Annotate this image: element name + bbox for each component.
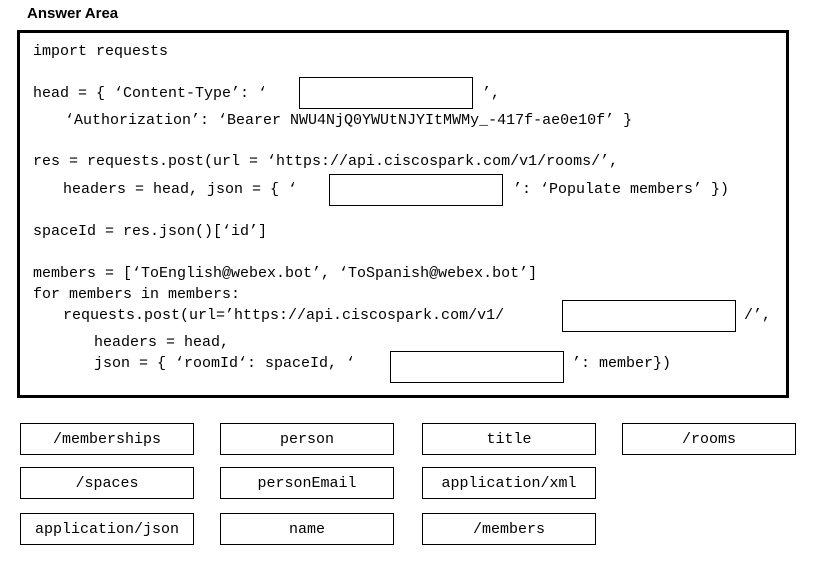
code-line-json-roomid: json = { ‘roomId‘: spaceId, ‘ — [94, 355, 356, 372]
tile-person[interactable]: person — [220, 423, 394, 455]
tile-members[interactable]: /members — [422, 513, 596, 545]
code-line-headers: headers = head, — [94, 334, 230, 351]
drop-slot-member-key[interactable] — [390, 351, 564, 383]
tile-application-xml[interactable]: application/xml — [422, 467, 596, 499]
drop-slot-content-type[interactable] — [299, 77, 473, 109]
tile-personemail[interactable]: personEmail — [220, 467, 394, 499]
code-line-spaceid: spaceId = res.json()[‘id’] — [33, 223, 268, 240]
code-line-post-url: requests.post(url=’https://api.ciscospar… — [63, 307, 505, 324]
code-line-populate: ’: ‘Populate members’ }) — [513, 181, 730, 198]
code-line-import: import requests — [33, 43, 169, 60]
tile-memberships[interactable]: /memberships — [20, 423, 194, 455]
code-line-headers-json: headers = head, json = { ‘ — [63, 181, 298, 198]
code-line-head-end: ’, — [482, 85, 501, 102]
code-line-member-end: ’: member}) — [572, 355, 672, 372]
code-line-authorization: ‘Authorization’: ‘Bearer NWU4NjQ0YWUtNJY… — [65, 112, 633, 129]
code-line-res: res = requests.post(url = ‘https://api.c… — [33, 153, 619, 170]
code-line-for: for members in members: — [33, 286, 241, 303]
code-line-members: members = [‘ToEnglish@webex.bot’, ‘ToSpa… — [33, 265, 538, 282]
code-line-head: head = { ‘Content-Type’: ‘ — [33, 85, 268, 102]
drop-slot-json-key[interactable] — [329, 174, 503, 206]
code-line-post-url-end: /’, — [744, 307, 772, 324]
tile-application-json[interactable]: application/json — [20, 513, 194, 545]
drop-slot-endpoint[interactable] — [562, 300, 736, 332]
tile-title[interactable]: title — [422, 423, 596, 455]
tile-rooms[interactable]: /rooms — [622, 423, 796, 455]
tile-spaces[interactable]: /spaces — [20, 467, 194, 499]
answer-area-title: Answer Area — [27, 5, 119, 22]
tile-name[interactable]: name — [220, 513, 394, 545]
answer-area-box — [17, 30, 789, 398]
